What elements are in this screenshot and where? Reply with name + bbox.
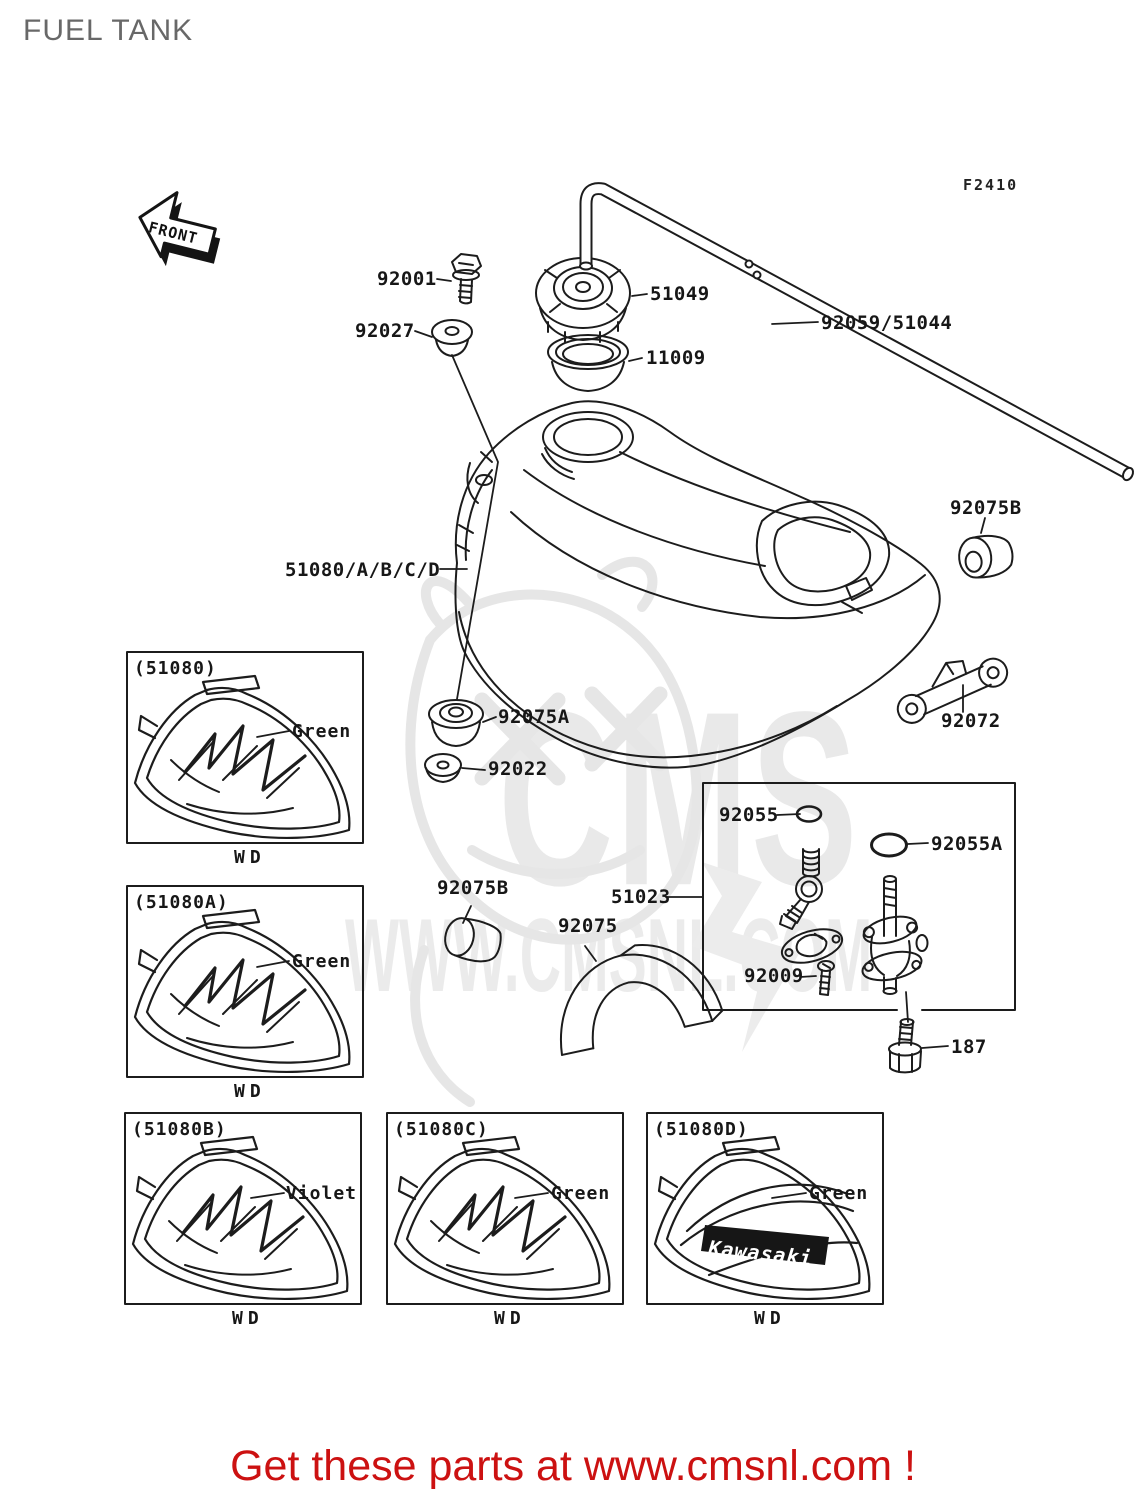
front-direction-arrow-icon: FRONT xyxy=(138,191,221,267)
cover-code-51080C: (51080C) xyxy=(394,1119,489,1140)
cover-code-51080A: (51080A) xyxy=(134,892,229,913)
cover-view-51080B: WD xyxy=(232,1308,264,1329)
callout-187: 187 xyxy=(951,1036,987,1058)
damper-left-drawing xyxy=(444,917,502,963)
cover-color-51080C: Green xyxy=(551,1183,611,1204)
cover-code-51080: (51080) xyxy=(134,658,217,679)
figure-code: F2410 xyxy=(963,176,1019,194)
front-grommet-drawing xyxy=(428,699,484,747)
cover-drawing-51080D xyxy=(653,1135,871,1301)
cmsnl-promo-link[interactable]: Get these parts at www.cmsnl.com ! xyxy=(230,1442,916,1490)
cover-view-51080: WD xyxy=(234,847,266,868)
fuel-hose-drawing xyxy=(579,182,1135,482)
cover-drawing-51080B xyxy=(131,1135,349,1301)
cover-view-51080D: WD xyxy=(754,1308,786,1329)
cap-gasket-drawing xyxy=(547,334,629,392)
kawasaki-badge: Kawasaki xyxy=(701,1225,829,1270)
callout-92075B-left: 92075B xyxy=(437,877,509,899)
callout-92055: 92055 xyxy=(719,804,779,826)
cover-color-51080D: Green xyxy=(809,1183,869,1204)
saddle-damper-drawing xyxy=(559,944,724,1056)
callout-92075: 92075 xyxy=(558,915,618,937)
damper-right-drawing xyxy=(958,534,1014,579)
cover-drawing-51080C xyxy=(393,1135,611,1301)
callout-92009: 92009 xyxy=(744,965,804,987)
leader-lines xyxy=(250,278,986,1199)
tap-screw-drawing xyxy=(817,960,835,996)
fuel-cap-drawing xyxy=(535,257,631,343)
bolt-fitting-drawing xyxy=(888,1018,922,1074)
callout-92059-51044: 92059/51044 xyxy=(821,312,953,334)
cover-variant-boxes xyxy=(124,651,884,1305)
cover-code-51080D: (51080D) xyxy=(654,1119,749,1140)
callout-92075A: 92075A xyxy=(498,706,570,728)
cover-drawing-51080A xyxy=(133,908,351,1074)
callout-11009: 11009 xyxy=(646,347,706,369)
callout-92027: 92027 xyxy=(355,320,415,342)
fuel-tap-drawing xyxy=(861,875,929,995)
cover-code-51080B: (51080B) xyxy=(132,1119,227,1140)
cap-bolt-drawing xyxy=(451,253,482,305)
callout-92022: 92022 xyxy=(488,758,548,780)
callout-51080: 51080/A/B/C/D xyxy=(285,559,441,581)
callout-92072: 92072 xyxy=(941,710,1001,732)
cover-view-51080C: WD xyxy=(494,1308,526,1329)
fuel-tank-drawing xyxy=(454,400,941,769)
page-title: FUEL TANK xyxy=(23,14,194,47)
oring-large-drawing xyxy=(870,832,908,858)
cover-color-51080B: Violet xyxy=(286,1183,358,1204)
tap-spring-drawing xyxy=(802,848,820,878)
grommet-drawing xyxy=(431,319,473,357)
washer-drawing xyxy=(424,753,462,783)
fuel-tap-kit-box xyxy=(702,782,1016,1011)
tank-band-drawing xyxy=(896,657,1009,724)
callout-51049: 51049 xyxy=(650,283,710,305)
cover-view-51080A: WD xyxy=(234,1081,266,1102)
callout-92001: 92001 xyxy=(377,268,437,290)
cover-color-51080: Green xyxy=(292,721,352,742)
tap-gasket-drawing xyxy=(780,928,844,964)
cms-mascot-watermark xyxy=(405,556,800,1107)
callout-51023: 51023 xyxy=(611,886,671,908)
callout-92055A: 92055A xyxy=(931,833,1003,855)
callout-92075B-right: 92075B xyxy=(950,497,1022,519)
cover-drawing-51080 xyxy=(133,674,351,840)
cover-color-51080A: Green xyxy=(292,951,352,972)
tap-lever-drawing xyxy=(779,875,823,930)
